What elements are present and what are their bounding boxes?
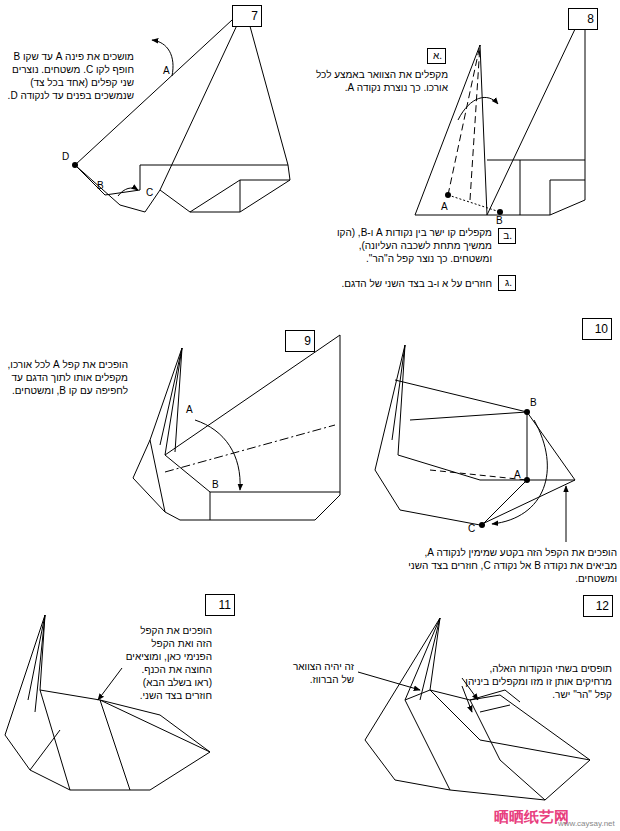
point-letter: D xyxy=(62,150,69,163)
step-number-box: 10 xyxy=(582,318,612,340)
watermark-url: www.caysay.net xyxy=(558,818,615,829)
step-number: ג. xyxy=(499,276,515,290)
watermark: 晒晒纸艺网 xyxy=(494,808,569,826)
substep-letter-box: ג. xyxy=(498,275,516,291)
step-instruction: הופכים את הקפל הזה בקטע שמימין לנקודה A,… xyxy=(393,546,617,585)
step-number-box: 9 xyxy=(285,330,315,352)
step-instruction: תופסים בשתי הנקודות האלה, מרחיקים אותן ז… xyxy=(462,662,612,701)
substep-letter-box: ב. xyxy=(498,228,516,244)
point-letter: B xyxy=(212,478,219,491)
step-instruction: הופכים את הקפל הזה ואת הקפל הפנימי כאן, … xyxy=(122,624,212,702)
point-letter: A xyxy=(186,403,193,416)
point-letter: C xyxy=(468,522,475,535)
step-instruction: מקפלים קו ישר בין נקודות A ו-B, (הקו ממש… xyxy=(326,226,492,265)
step-number: 9 xyxy=(286,331,314,351)
step-instruction: מושכים את פינה A עד שקו B חופף לקו C. מש… xyxy=(2,50,134,102)
substep-letter-box: א. xyxy=(427,48,446,64)
point-letter: A xyxy=(514,468,521,481)
step-instruction: הופכים את קפל A לכל אורכו, מקפלים אותו ל… xyxy=(2,358,128,397)
step-number-box: 12 xyxy=(583,595,613,617)
step-instruction: חוזרים על א ו-ב בצד השני של הדגם. xyxy=(298,277,492,290)
point-letter: B xyxy=(97,179,104,192)
step-note: זה יהיה הצוואר של הברווז. xyxy=(288,660,354,686)
step-number-box: 7 xyxy=(232,5,262,27)
step-number-box: 8 xyxy=(568,8,598,30)
point-letter: B xyxy=(530,396,537,409)
point-letter: A xyxy=(163,64,170,77)
point-letter: C xyxy=(146,186,153,199)
step-number: 8 xyxy=(569,9,597,29)
point-letter: B xyxy=(496,214,503,227)
step-number: 10 xyxy=(583,319,611,339)
step-instruction: מקפלים את הצוואר באמצע לכל אורכו. כך נוצ… xyxy=(298,68,448,94)
step-number: ב. xyxy=(499,229,515,243)
step-number: 12 xyxy=(584,596,612,616)
step-number-box: 11 xyxy=(205,594,235,616)
point-letter: A xyxy=(441,200,448,213)
step-number: 7 xyxy=(233,6,261,26)
step-number: 11 xyxy=(206,595,234,615)
step-number: א. xyxy=(428,49,445,63)
